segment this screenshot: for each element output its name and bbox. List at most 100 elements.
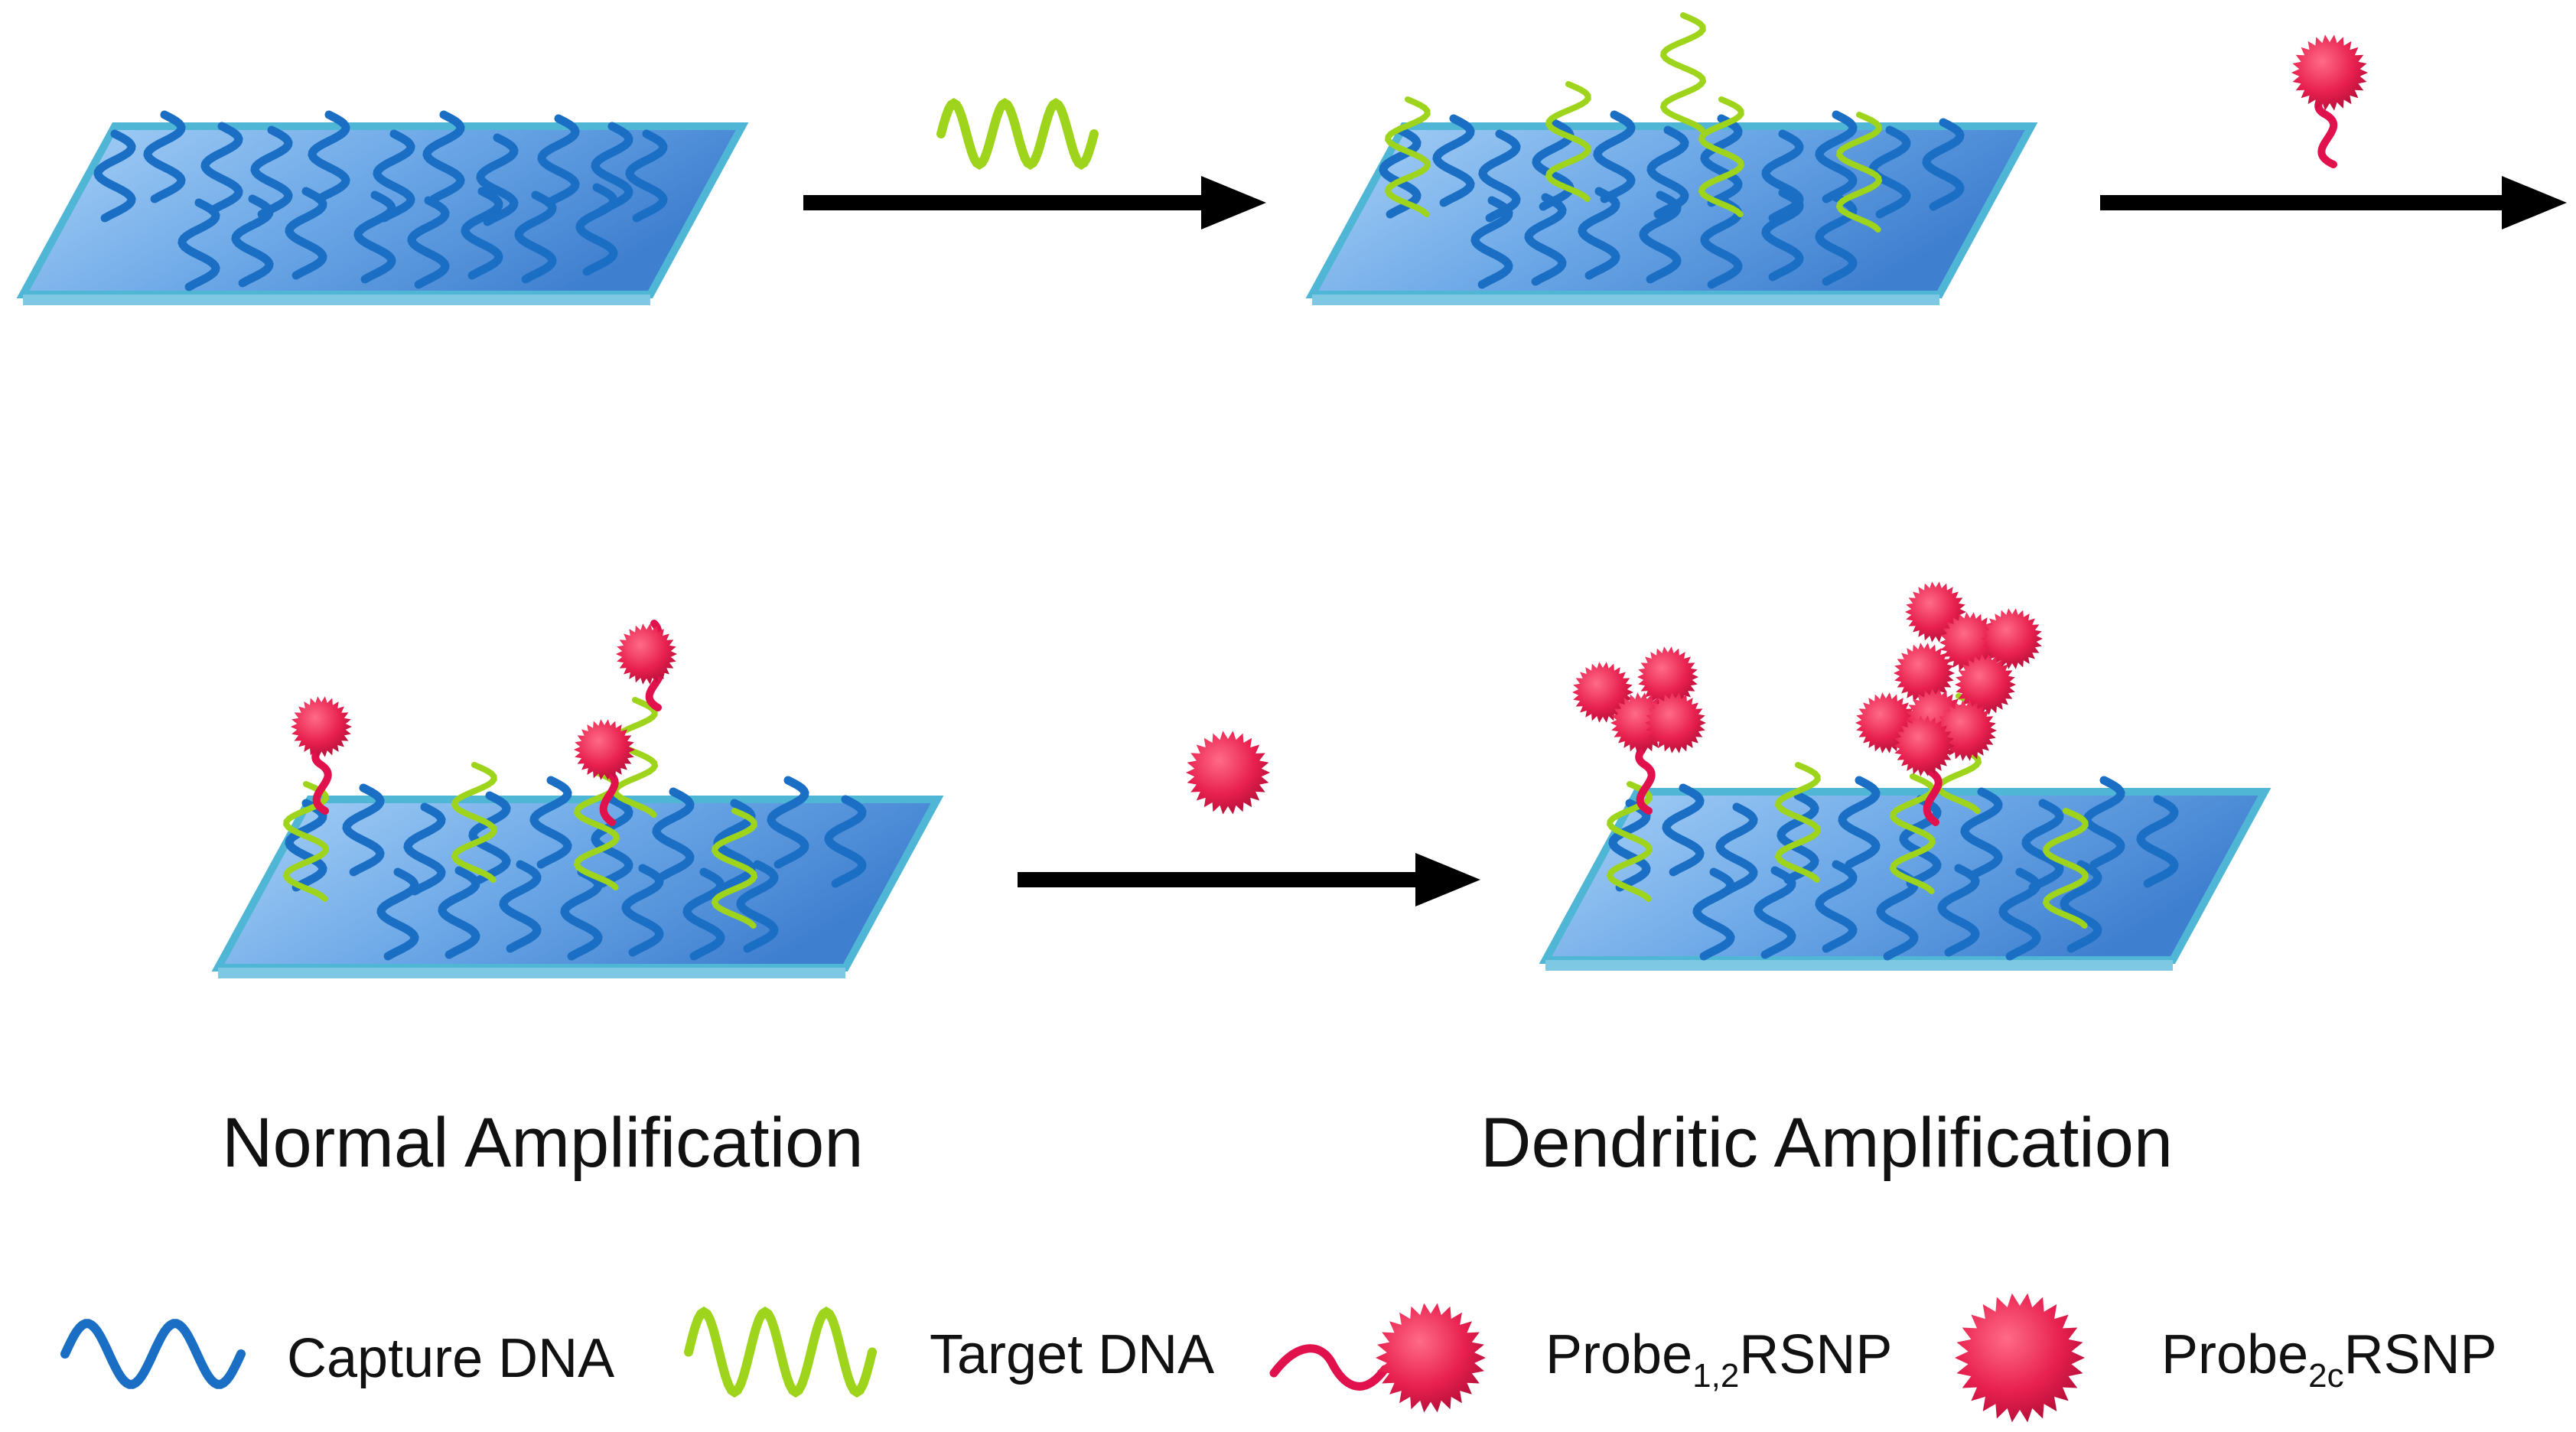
capture-dna-strand xyxy=(2136,795,2179,888)
legend-target-label: Target DNA xyxy=(930,1324,1214,1385)
nanoparticle-icon xyxy=(1376,1303,1486,1413)
capture-dna-strand xyxy=(376,867,419,961)
capture-dna-strand xyxy=(1922,118,1965,211)
target-dna-strands xyxy=(282,697,758,929)
nanoparticle-icon xyxy=(1955,654,2016,715)
capture-dna-strand xyxy=(308,110,350,203)
nanoparticle-icon xyxy=(2291,34,2368,111)
target-dna-strand xyxy=(1889,773,1936,894)
capture-dna-strand xyxy=(621,864,664,957)
target-dna-strand xyxy=(1545,81,1592,202)
nanoparticle-icon xyxy=(291,696,352,757)
target-dna-reagent xyxy=(936,97,1099,171)
nanoparticle-icon xyxy=(1939,612,2001,673)
nanoparticle-icon xyxy=(1894,643,1955,704)
dendritic-cluster xyxy=(1572,581,2043,826)
capture-dna-strand xyxy=(1692,867,1735,961)
capture-dna-strand xyxy=(407,196,450,289)
capture-dna-strand xyxy=(231,194,274,288)
capture-dna-strand xyxy=(591,122,633,215)
capture-dna-strand xyxy=(529,776,572,869)
capture-dna-strand xyxy=(575,183,618,276)
capture-dna-strand xyxy=(1998,867,2041,961)
capture-dna-strand xyxy=(537,114,580,207)
capture-dna-strand xyxy=(468,791,511,884)
target-dna-strand xyxy=(1384,96,1431,217)
capture-dna-strand xyxy=(1662,783,1705,877)
arrow-add-target xyxy=(803,97,1266,229)
capture-dna-strand xyxy=(652,787,695,880)
legend-probe2c-label: Probe2cRSNP xyxy=(2161,1324,2497,1395)
capture-dna-strand xyxy=(2021,799,2064,892)
capture-dna-strand xyxy=(143,110,186,203)
nanoparticle-icon xyxy=(616,623,677,685)
target-dna-strand xyxy=(1698,96,1745,217)
capture-dna-strand xyxy=(1815,110,1858,203)
capture-dna-strand xyxy=(1899,795,1942,888)
capture-dna-strand xyxy=(422,110,465,203)
capture-dna-strand xyxy=(1478,129,1521,223)
target-dna-strand xyxy=(711,808,758,929)
capture-dna-strand xyxy=(342,783,385,877)
capture-dna-strands xyxy=(93,110,668,291)
panel-normal-amplification xyxy=(211,620,944,978)
target-dna-strand xyxy=(2042,808,2089,929)
capture-dna-strand xyxy=(1639,190,1682,284)
capture-dna-strand xyxy=(499,860,542,953)
caption-dendritic: Dendritic Amplification xyxy=(1480,1104,2173,1182)
panel-capture-substrate xyxy=(16,110,749,305)
capture-dna-strand xyxy=(353,190,396,284)
legend-probe12-label: Probe1,2RSNP xyxy=(1545,1324,1892,1395)
capture-dna-strand xyxy=(1776,791,1819,884)
probe-bound xyxy=(291,620,677,826)
capture-dna-strand xyxy=(1937,864,1980,957)
probe-12-rsnp-legend-icon xyxy=(1269,1303,1486,1413)
capture-dna-strand xyxy=(1876,867,1919,961)
probe-2c-rsnp-legend-icon xyxy=(1955,1293,2085,1423)
capture-dna-strand xyxy=(250,125,293,219)
capture-dna-strands xyxy=(1608,776,2179,961)
capture-dna-legend-icon xyxy=(60,1319,246,1389)
capture-dna-strand xyxy=(1646,125,1689,219)
capture-dna-strand xyxy=(1700,114,1743,207)
target-dna-legend-icon xyxy=(684,1306,877,1398)
capture-dna-strand xyxy=(1761,188,1804,282)
nanoparticle-icon xyxy=(1637,646,1698,708)
capture-dna-strand xyxy=(177,198,220,291)
capture-dna-strand xyxy=(285,799,327,892)
capture-dna-strand xyxy=(1754,866,1796,959)
capture-dna-strand xyxy=(1838,776,1881,869)
capture-dna-strand xyxy=(625,129,668,223)
capture-dna-strand xyxy=(1432,114,1475,207)
capture-dna-strand xyxy=(560,867,603,961)
capture-dna-strand xyxy=(1608,799,1651,892)
capture-dna-strand xyxy=(2060,860,2102,953)
probe-12-rsnp-reagent xyxy=(2291,34,2368,168)
caption-normal: Normal Amplification xyxy=(222,1104,864,1182)
capture-dna-strands xyxy=(1379,110,1965,289)
capture-dna-strand xyxy=(824,795,867,888)
legend: Capture DNA Target DNA Probe1,2RSNP Prob… xyxy=(60,1293,2497,1423)
capture-dna-strand xyxy=(476,133,519,226)
panel-target-hybridized xyxy=(1305,12,2038,305)
capture-dna-strand xyxy=(1524,193,1567,286)
nanoparticle-icon xyxy=(1894,715,1955,776)
capture-dna-strand xyxy=(514,190,557,284)
capture-dna-strand xyxy=(591,795,633,888)
capture-dna-strand xyxy=(682,867,725,961)
target-dna-strands xyxy=(1384,12,1883,233)
nanoparticle-icon xyxy=(574,719,635,780)
arrow-add-probe xyxy=(2100,34,2567,229)
panel-dendritic-amplification xyxy=(1539,581,2272,971)
arrow-add-nanoparticle xyxy=(1018,731,1480,906)
capture-dna-strand xyxy=(438,866,480,959)
capture-dna-strand xyxy=(461,187,503,280)
capture-dna-strand xyxy=(1815,860,1858,953)
probe-2c-rsnp-reagent xyxy=(1186,731,1270,815)
nanoparticle-icon xyxy=(1982,608,2043,669)
capture-dna-strand xyxy=(1578,187,1620,280)
capture-dna-strand xyxy=(1715,802,1758,896)
capture-dna-strand xyxy=(403,802,446,896)
nanoparticle-icon xyxy=(1645,692,1706,753)
